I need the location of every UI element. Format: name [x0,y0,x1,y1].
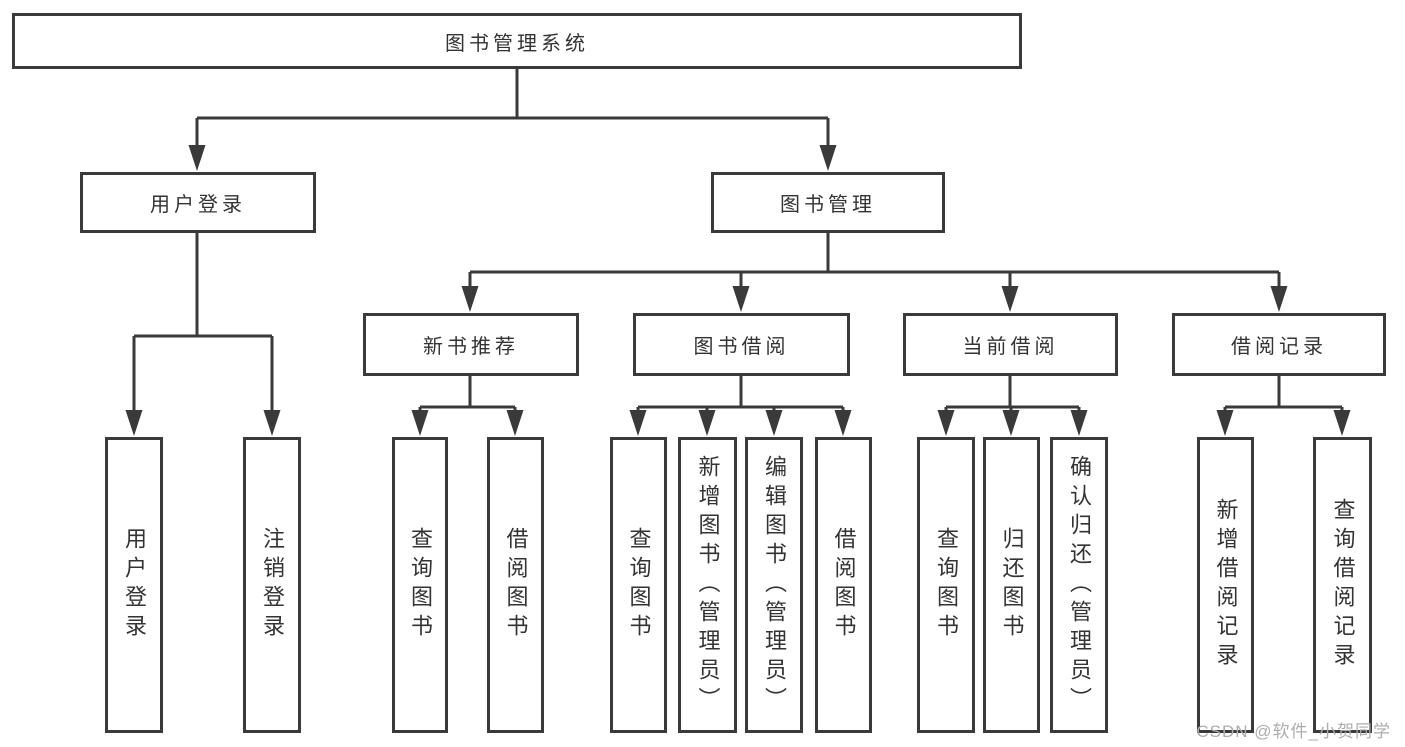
arrow-down-icon [1002,410,1020,436]
leaf-logout: 注销登录 [243,437,301,733]
leaf-add-borrow-record: 新增借阅记录 [1197,437,1254,733]
connector-line [636,376,845,412]
arrow-down-icon [188,145,206,171]
csdn-watermark: CSDN @软件_小贺同学 [1196,722,1391,741]
connector-line [195,68,830,145]
connector-line [468,233,1281,288]
arrow-down-icon [125,410,143,436]
leaf-query-books-current: 查询图书 [917,437,975,733]
arrow-down-icon [937,410,955,436]
node-book-borrowing: 图书借阅 [633,313,850,376]
node-current-borrowing: 当前借阅 [903,313,1118,376]
arrow-down-icon [506,410,524,436]
connector-line [132,233,274,412]
arrow-down-icon [1001,286,1019,312]
connector-line [1223,376,1344,412]
node-book-management: 图书管理 [711,172,945,233]
node-user-login: 用户登录 [80,172,316,233]
arrow-down-icon [461,286,479,312]
leaf-query-books-borrowing: 查询图书 [610,437,667,733]
arrow-down-icon [263,410,281,436]
leaf-borrow-books-recommend: 借阅图书 [487,437,544,733]
arrow-down-icon [1270,286,1288,312]
node-new-book-recommendation: 新书推荐 [363,313,579,376]
leaf-query-books-recommend: 查询图书 [392,437,448,733]
arrow-down-icon [1216,410,1234,436]
arrow-down-icon [732,286,750,312]
leaf-query-borrow-record: 查询借阅记录 [1313,437,1372,733]
leaf-user-login: 用户登录 [105,437,163,733]
leaf-confirm-return-admin: 确认归还（管理员） [1050,437,1108,733]
arrow-down-icon [834,410,852,436]
connector-line [944,376,1081,412]
arrow-down-icon [1333,410,1351,436]
node-borrowing-records: 借阅记录 [1172,313,1386,376]
arrow-down-icon [411,410,429,436]
node-library-management-system: 图书管理系统 [12,13,1022,69]
arrow-down-icon [1070,410,1088,436]
leaf-borrow-books-borrowing: 借阅图书 [815,437,872,733]
arrow-down-icon [765,410,783,436]
arrow-down-icon [629,410,647,436]
connector-line [418,376,517,412]
leaf-add-book-admin: 新增图书（管理员） [678,437,737,733]
arrow-down-icon [819,145,837,171]
leaf-edit-book-admin: 编辑图书（管理员） [745,437,803,733]
leaf-return-books: 归还图书 [983,437,1040,733]
arrow-down-icon [698,410,716,436]
